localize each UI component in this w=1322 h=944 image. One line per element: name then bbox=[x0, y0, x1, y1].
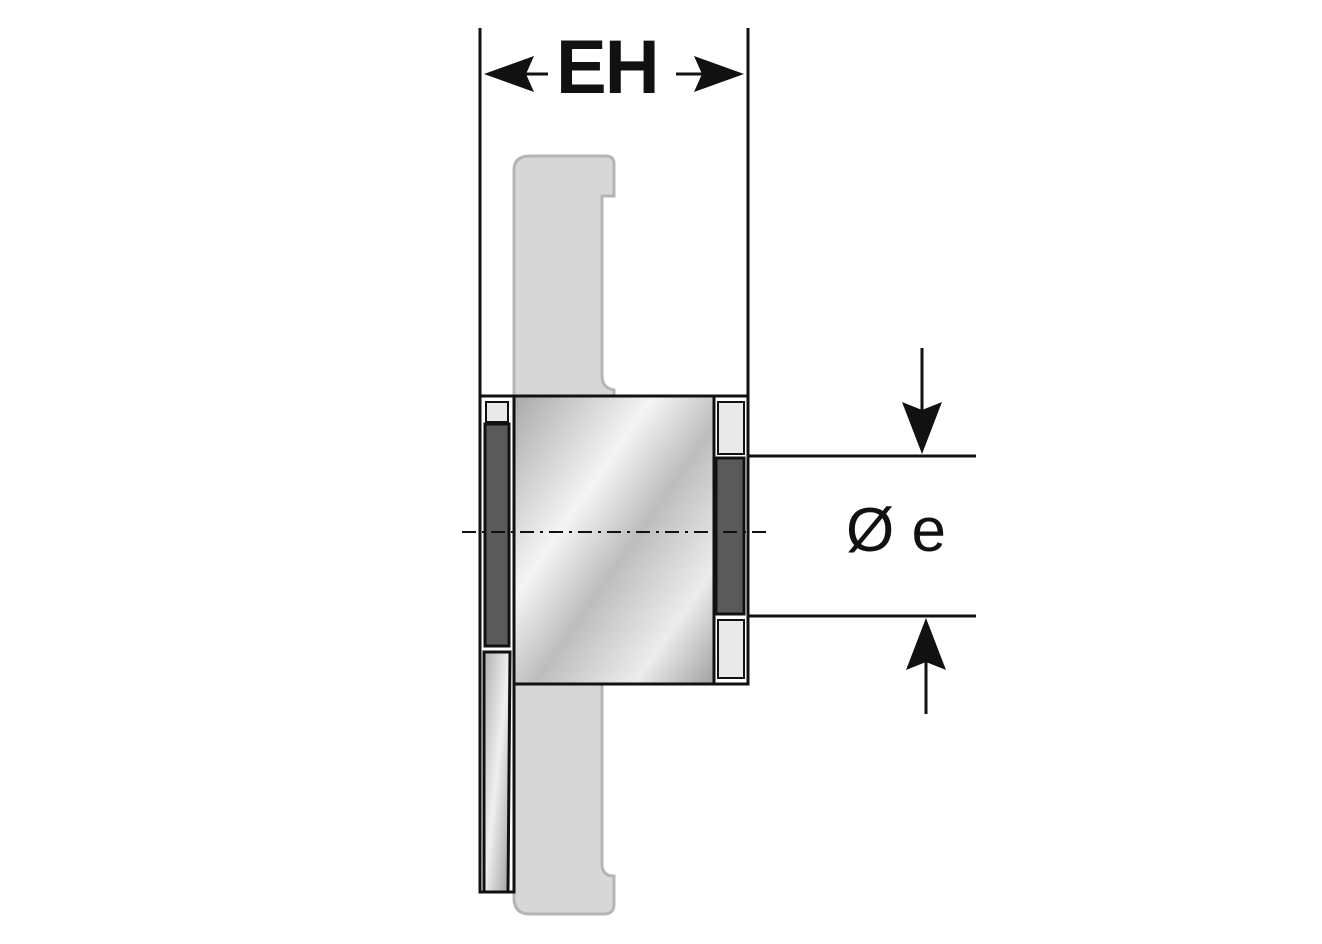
ring-right-upper-cap bbox=[717, 401, 745, 455]
ring-right-lower-cap bbox=[717, 619, 745, 679]
dimension-label-diameter: Ø e bbox=[846, 496, 946, 565]
flange-lower-section bbox=[482, 650, 512, 894]
dimension-arrow-right bbox=[676, 56, 744, 92]
flange-ring-top-cap bbox=[485, 401, 509, 423]
seal-left bbox=[483, 422, 511, 648]
housing-profile-lower bbox=[512, 682, 616, 916]
dimension-label-eh: EH bbox=[556, 25, 660, 110]
diameter-arrow-bottom bbox=[906, 618, 946, 714]
dimension-arrow-left bbox=[484, 56, 548, 92]
housing-profile bbox=[512, 154, 616, 398]
bearing-body bbox=[512, 394, 716, 686]
diameter-arrow-top bbox=[902, 348, 942, 454]
seal-right bbox=[714, 456, 746, 616]
